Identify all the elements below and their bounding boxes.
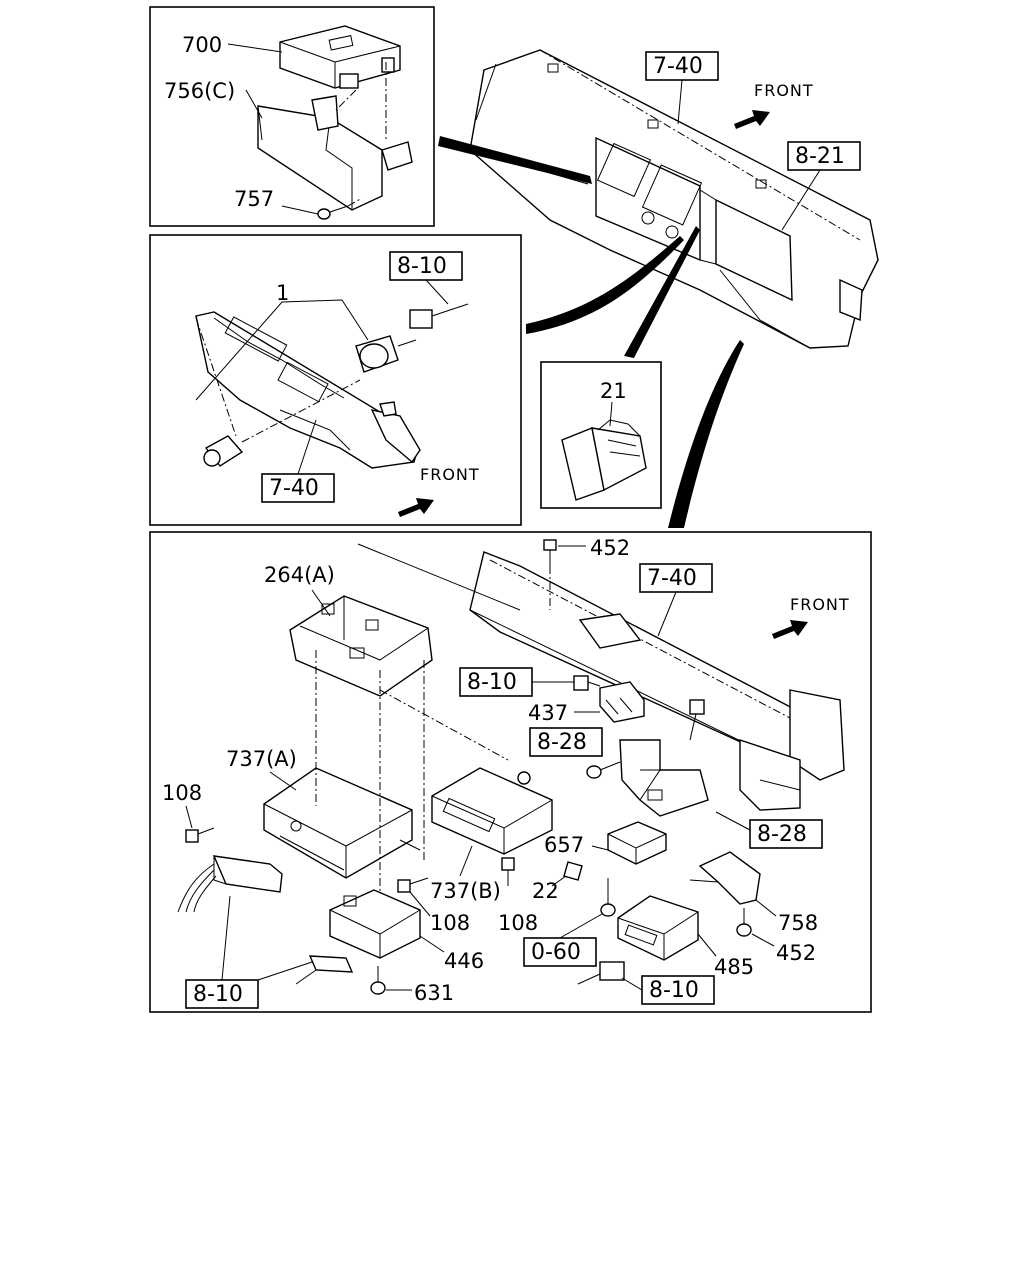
ref-7-40-b: 7-40 <box>269 476 319 501</box>
callout-108-right: 108 <box>498 911 538 935</box>
callout-1: 1 <box>276 281 289 305</box>
cross-beam <box>469 551 845 811</box>
harness-connector <box>177 855 283 913</box>
svg-text:FRONT: FRONT <box>754 81 814 100</box>
panel-c-frame <box>540 361 662 509</box>
callout-108-mid: 108 <box>430 911 470 935</box>
ref-box-8-28-a <box>529 727 603 757</box>
ref-box-8-28-b <box>749 819 823 849</box>
callout-264a: 264(A) <box>264 563 335 587</box>
ref-8-10-d1: 8-10 <box>467 670 517 695</box>
connector-bottom-right <box>577 961 625 985</box>
callout-108-left: 108 <box>162 781 202 805</box>
wedge-d <box>668 340 744 528</box>
relay-437 <box>573 675 645 723</box>
switch-21 <box>561 419 647 501</box>
callout-657: 657 <box>544 833 584 857</box>
callout-756c: 756(C) <box>164 79 235 103</box>
callout-452-top: 452 <box>590 536 630 560</box>
callout-21: 21 <box>600 379 627 403</box>
connector-bottom-left <box>295 955 354 985</box>
ref-7-40-top: 7-40 <box>653 54 703 79</box>
label-22 <box>563 861 583 881</box>
bolt-452-top <box>543 539 586 610</box>
ref-8-10-d3: 8-10 <box>649 978 699 1003</box>
ref-8-28-b: 8-28 <box>757 822 807 847</box>
callout-737b: 737(B) <box>430 879 501 903</box>
bolt-108-left <box>185 827 215 843</box>
panel-d-frame <box>149 531 872 1013</box>
module-700 <box>279 25 401 89</box>
ref-8-28-a: 8-28 <box>537 730 587 755</box>
callout-437: 437 <box>528 701 568 725</box>
bolt-108-mid <box>397 877 429 893</box>
wedge-a <box>438 136 592 184</box>
unit-485 <box>617 895 699 961</box>
callout-452-right: 452 <box>776 941 816 965</box>
bolt-108-right <box>501 857 515 886</box>
callout-631: 631 <box>414 981 454 1005</box>
panel-b-trim <box>195 311 421 469</box>
part-657 <box>607 821 667 865</box>
front-arrow-b: FRONT <box>398 465 480 517</box>
wedge-b <box>526 236 684 334</box>
callout-700: 700 <box>182 33 222 57</box>
ref-0-60: 0-60 <box>531 940 581 965</box>
control-unit-737b <box>431 767 553 855</box>
ref-8-10-b: 8-10 <box>397 254 447 279</box>
panel-b-frame <box>149 234 522 526</box>
switch-1 <box>355 303 469 373</box>
bolt-452-right <box>736 908 775 947</box>
ref-box-8-21 <box>787 141 861 171</box>
bolt-small <box>586 761 621 779</box>
callout-22: 22 <box>532 879 559 903</box>
ref-8-10-d2: 8-10 <box>193 982 243 1007</box>
unit-446 <box>329 889 421 959</box>
callout-737a: 737(A) <box>226 747 297 771</box>
screw-0-60 <box>600 878 616 917</box>
callout-485: 485 <box>714 955 754 979</box>
callout-758: 758 <box>778 911 818 935</box>
panel-a-frame <box>149 6 435 227</box>
front-arrow-top: FRONT <box>734 81 814 129</box>
screw-631 <box>370 966 412 995</box>
bracket-264a <box>289 543 521 697</box>
front-arrow-d: FRONT <box>772 595 850 639</box>
svg-text:FRONT: FRONT <box>420 465 480 484</box>
ref-8-21: 8-21 <box>795 144 845 169</box>
knob-1 <box>203 435 244 467</box>
bracket-assembly <box>619 699 709 817</box>
dashboard-overview <box>469 49 879 349</box>
control-unit-737a <box>263 767 421 879</box>
callout-757: 757 <box>234 187 274 211</box>
wedge-c <box>624 226 700 358</box>
bracket-758 <box>689 851 761 905</box>
screw-757 <box>317 197 363 220</box>
callout-446: 446 <box>444 949 484 973</box>
ref-7-40-d: 7-40 <box>647 566 697 591</box>
svg-text:FRONT: FRONT <box>790 595 850 614</box>
